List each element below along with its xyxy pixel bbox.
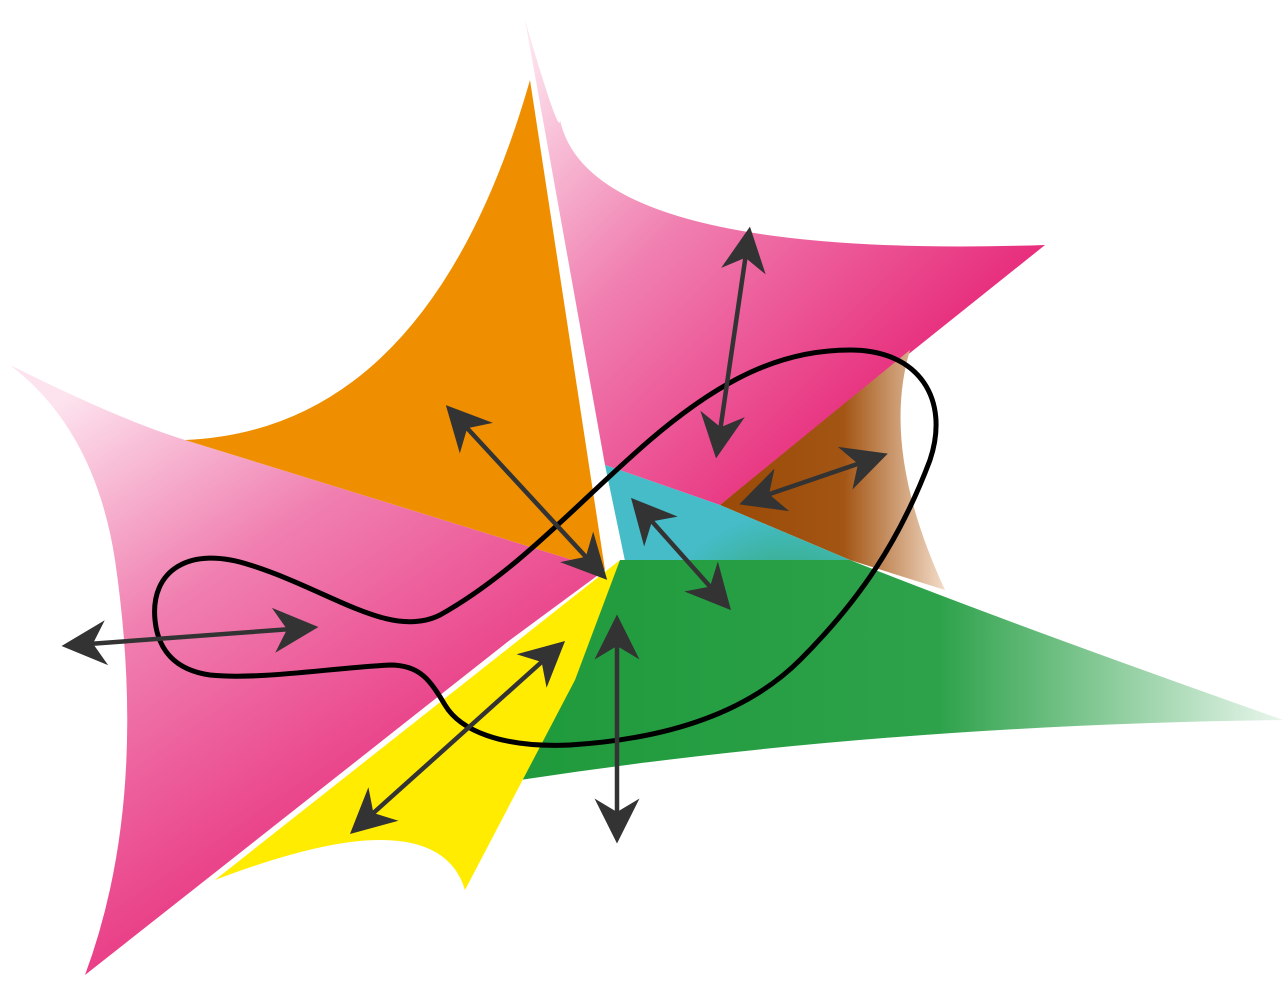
green-region [520, 560, 1283, 780]
regions [10, 20, 1283, 975]
pink-top-region [525, 20, 1045, 505]
